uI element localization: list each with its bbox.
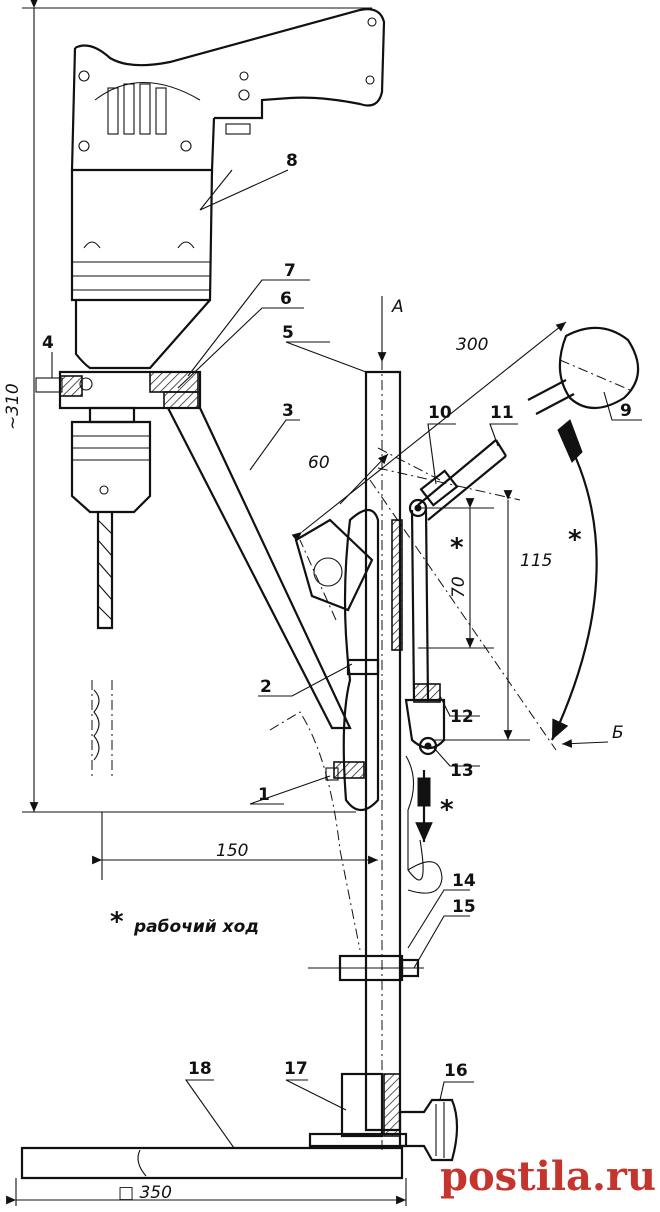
dimension-60: 60 (308, 453, 330, 473)
label-8: 8 (286, 151, 298, 171)
clamp-collar (35, 370, 202, 410)
label-5: 5 (282, 323, 294, 343)
label-15: 15 (452, 897, 476, 917)
brace (167, 407, 352, 730)
label-7: 7 (284, 261, 296, 281)
legend-text: рабочий ход (133, 917, 259, 937)
dimension-lines (6, 0, 609, 1205)
label-1: 1 (258, 785, 270, 805)
dimension-150: 150 (216, 841, 248, 861)
base-plate (15, 1146, 407, 1206)
legend-star: * (110, 907, 124, 937)
label-3: 3 (282, 401, 294, 421)
dimension-310: ~310 (3, 383, 23, 430)
watermark: postila.ru (440, 1153, 656, 1200)
dimension-300: 300 (456, 335, 488, 355)
drill-body (70, 8, 386, 370)
label-14: 14 (452, 871, 476, 891)
view-a-label: А (391, 297, 404, 317)
star-mark-arc: * (568, 525, 582, 555)
label-16: 16 (444, 1061, 468, 1081)
label-6: 6 (280, 289, 292, 309)
label-18: 18 (188, 1059, 212, 1079)
dimension-350: □ 350 (118, 1183, 172, 1203)
label-9: 9 (620, 401, 632, 421)
star-mark-stroke: * (440, 795, 454, 825)
label-12: 12 (450, 707, 474, 727)
label-17: 17 (284, 1059, 308, 1079)
stop-collar (308, 954, 424, 982)
label-10: 10 (428, 403, 452, 423)
label-11: 11 (490, 403, 514, 423)
dimension-70: 70 (449, 576, 469, 598)
star-mark-70: * (450, 533, 464, 563)
column (364, 320, 403, 1150)
label-13: 13 (450, 761, 474, 781)
drill-bit (91, 512, 114, 780)
view-b-label: Б (612, 723, 624, 743)
chuck (70, 406, 152, 514)
label-4: 4 (42, 333, 54, 353)
base-bracket (308, 1072, 459, 1162)
leader-lines (51, 169, 642, 1149)
dimension-115: 115 (520, 551, 552, 571)
label-2: 2 (260, 677, 272, 697)
